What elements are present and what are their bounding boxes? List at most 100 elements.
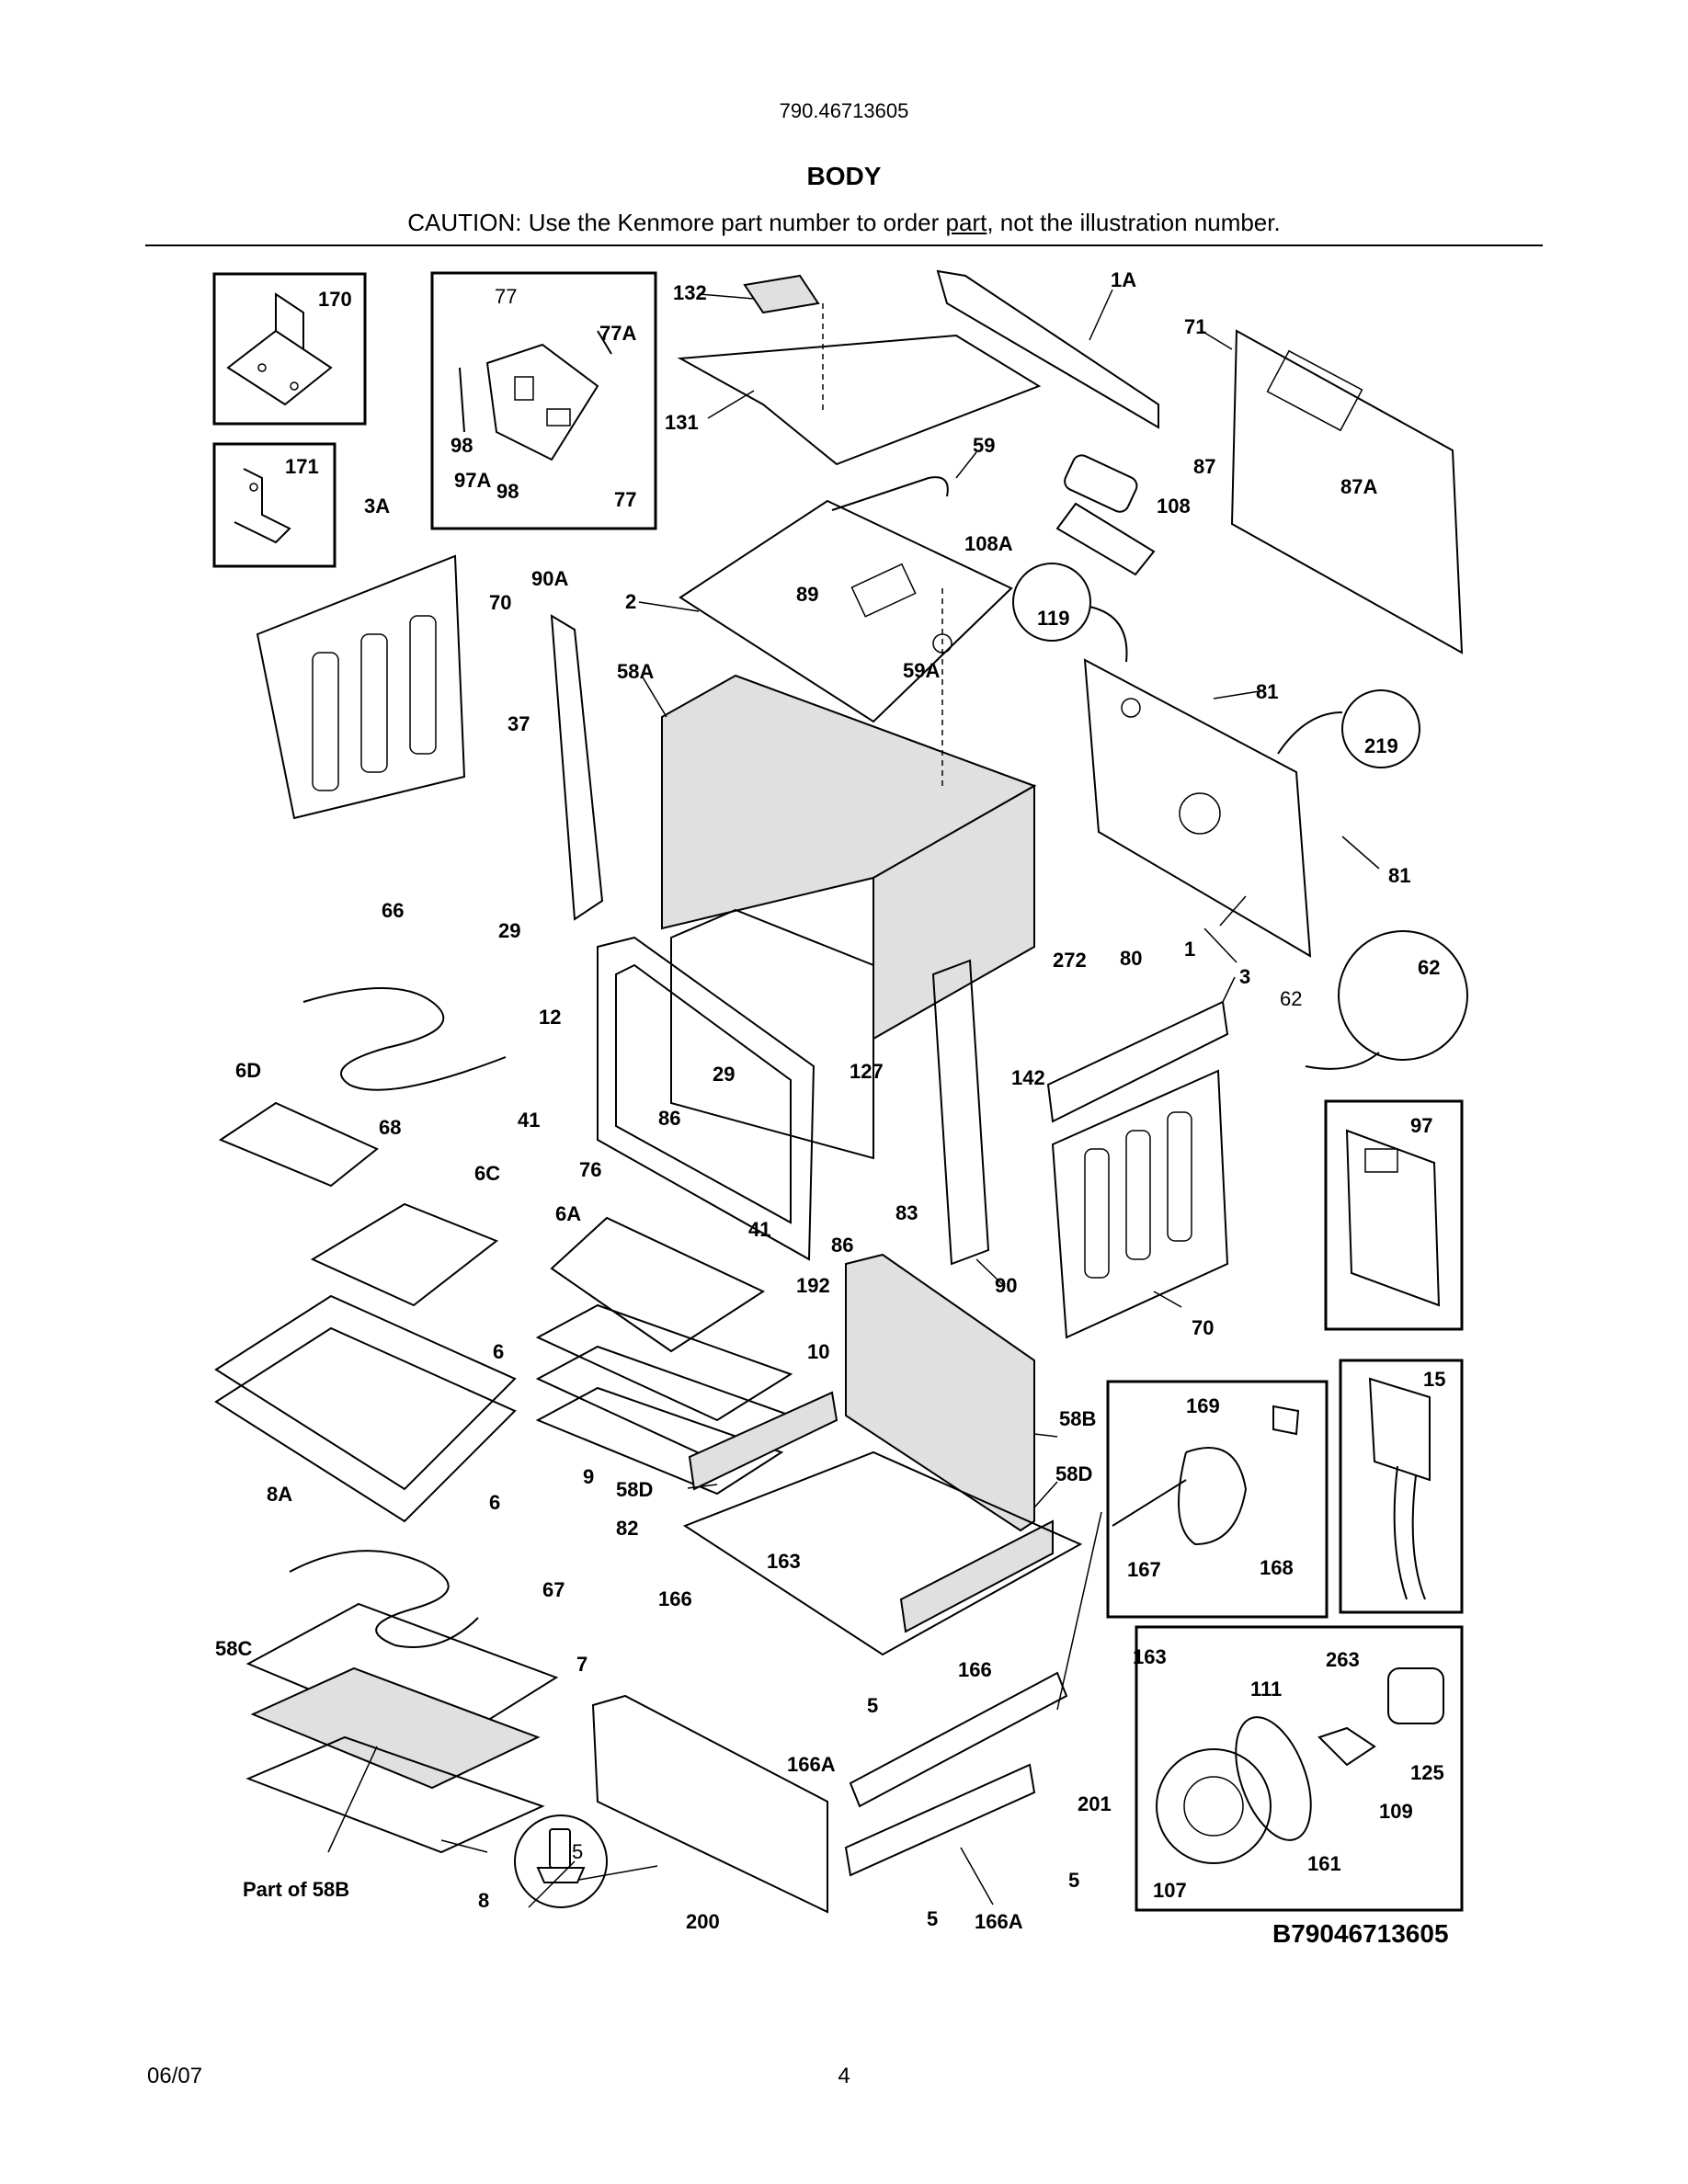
label-8A: 8A: [267, 1483, 292, 1506]
arrow-219: [1277, 711, 1343, 755]
label-9: 9: [583, 1465, 594, 1488]
leader-lines: [327, 289, 1380, 1908]
channel-90A-drawing: [550, 614, 604, 921]
label-59A: 59A: [903, 659, 940, 682]
callout-62: [1338, 930, 1468, 1061]
caution-prefix: CAUTION: Use the Kenmore part number to …: [407, 209, 946, 236]
rack-6A-drawing: [550, 1216, 766, 1353]
label-58C: 58C: [215, 1637, 252, 1660]
label-81-top: 81: [1256, 680, 1278, 703]
caution-link: part: [945, 209, 987, 236]
label-66: 66: [382, 899, 404, 922]
label-86-top: 86: [658, 1107, 680, 1130]
bake-element-66-drawing: [302, 987, 507, 1091]
label-62: 62: [1280, 987, 1302, 1010]
label-3A: 3A: [364, 495, 390, 518]
label-171: 171: [285, 455, 319, 478]
footer-date: 06/07: [147, 2064, 203, 2088]
label-125: 125: [1410, 1761, 1444, 1784]
tube-59-drawing: [831, 476, 949, 511]
label-167: 167: [1127, 1558, 1161, 1581]
label-166A-left: 166A: [787, 1753, 836, 1776]
label-87A: 87A: [1340, 475, 1377, 498]
label-131: 131: [665, 411, 699, 434]
label-2: 2: [625, 590, 636, 613]
element-108-drawing: [1055, 454, 1156, 576]
label-87: 87: [1193, 455, 1215, 478]
header-rule: [145, 245, 1543, 246]
label-109: 109: [1379, 1800, 1413, 1823]
callout-labels: 170 171 77 77A 98 97A 98 77 132 131 1A 7…: [215, 268, 1449, 1948]
label-163-center: 163: [767, 1550, 801, 1573]
arrow-119: [1089, 606, 1128, 663]
rack-6C-drawing: [310, 1202, 498, 1307]
base-frame-drawing: [591, 1450, 1083, 1914]
label-29-bottom: 29: [713, 1063, 735, 1086]
label-part-of-58B: Part of 58B: [243, 1878, 349, 1901]
label-68: 68: [379, 1116, 401, 1139]
rear-panel-1-drawing: [1083, 658, 1312, 958]
label-119: 119: [1037, 607, 1070, 630]
callout-119: [1012, 563, 1091, 642]
label-170: 170: [318, 288, 352, 311]
label-29-top: 29: [498, 919, 520, 942]
rear-rail-1A-drawing: [936, 269, 1159, 429]
label-58D-left: 58D: [616, 1478, 653, 1501]
label-8: 8: [478, 1889, 489, 1912]
label-98-bottom: 98: [496, 480, 519, 503]
label-83: 83: [895, 1201, 918, 1224]
label-67: 67: [542, 1578, 565, 1601]
label-107: 107: [1153, 1879, 1187, 1902]
label-163-right: 163: [1133, 1645, 1167, 1668]
label-6-bottom: 6: [489, 1491, 500, 1514]
label-82: 82: [616, 1517, 638, 1540]
label-161: 161: [1307, 1852, 1341, 1875]
inset-box-latch: [1106, 1380, 1329, 1619]
label-41-top: 41: [518, 1109, 540, 1132]
label-1A: 1A: [1111, 268, 1136, 291]
label-132: 132: [673, 281, 707, 304]
label-200: 200: [686, 1910, 720, 1933]
label-37: 37: [508, 712, 530, 735]
rack-6-drawing: [214, 1294, 517, 1523]
broiler-pan-drawing: [535, 1303, 793, 1496]
label-89: 89: [796, 583, 818, 606]
label-6-top: 6: [493, 1340, 504, 1363]
label-58B: 58B: [1059, 1407, 1096, 1430]
label-77A: 77A: [599, 322, 636, 345]
broil-element-8A-drawing: [289, 1550, 479, 1648]
label-142: 142: [1011, 1066, 1045, 1089]
label-6D: 6D: [235, 1059, 261, 1082]
label-58D-right: 58D: [1055, 1462, 1092, 1485]
arrow-62: [1305, 1052, 1380, 1070]
label-6C: 6C: [474, 1162, 500, 1185]
label-12: 12: [539, 1006, 561, 1029]
label-59: 59: [973, 434, 995, 457]
label-166-right: 166: [958, 1658, 992, 1681]
label-272: 272: [1053, 949, 1087, 972]
callout-219: [1341, 689, 1420, 768]
diagram-code: B79046713605: [1272, 1919, 1449, 1948]
label-219: 219: [1364, 734, 1398, 757]
label-98-left: 98: [451, 434, 473, 457]
page-number: 4: [838, 2064, 850, 2088]
label-169: 169: [1186, 1394, 1220, 1417]
top-panel-131-drawing: [677, 274, 1042, 466]
label-77-top: 77: [495, 285, 517, 308]
side-panel-70-right-drawing: [1051, 1069, 1229, 1339]
label-81-bottom: 81: [1388, 864, 1410, 887]
inset-box-170: [212, 272, 367, 426]
label-201: 201: [1078, 1792, 1112, 1815]
rail-3-drawing: [1046, 1000, 1229, 1123]
latch-drawing: [1112, 1405, 1300, 1546]
inset-box-97: [1324, 1099, 1464, 1331]
label-168: 168: [1260, 1556, 1294, 1579]
label-97: 97: [1410, 1114, 1432, 1137]
label-263: 263: [1326, 1648, 1360, 1671]
inset-box-control-board: [430, 271, 657, 530]
model-number: 790.46713605: [779, 99, 909, 122]
control-board-97-drawing: [1345, 1129, 1441, 1307]
fan-assembly-drawing: [1156, 1667, 1444, 1864]
door-frame-76-drawing: [597, 936, 815, 1261]
channel-90-drawing: [931, 959, 990, 1266]
